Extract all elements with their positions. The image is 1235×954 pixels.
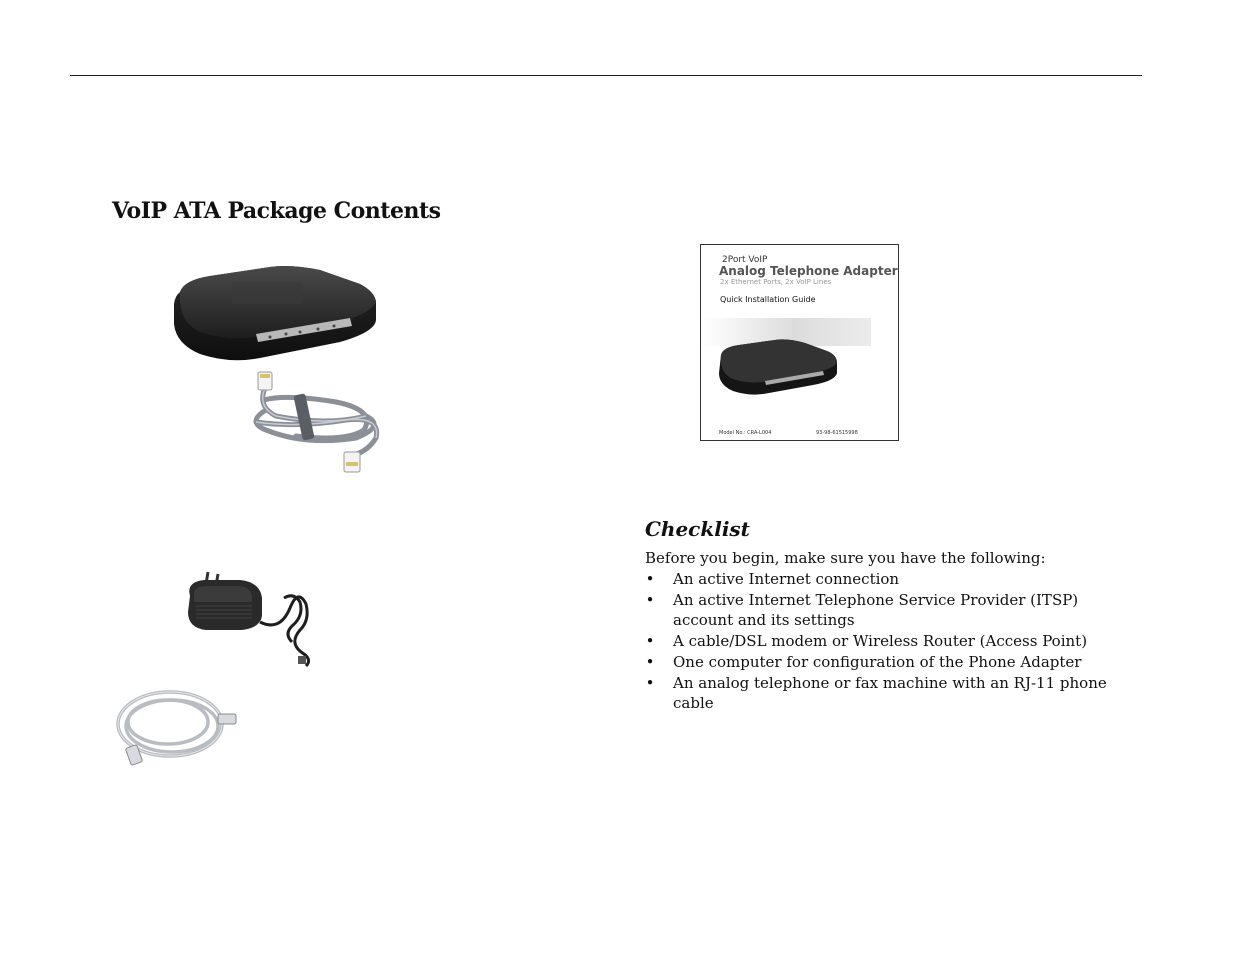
checklist-item-text: One computer for configuration of the Ph… (673, 653, 1082, 671)
guide-cover-small-line: 2Port VoIP (722, 255, 768, 265)
checklist-item: • An analog telephone or fax machine wit… (645, 673, 1115, 713)
power-adapter-image (188, 571, 311, 668)
checklist-item-text: An active Internet connection (673, 570, 900, 588)
guide-cover-model-number: Model No.: CRA-L004 (719, 430, 772, 436)
checklist-item-text: A cable/DSL modem or Wireless Router (Ac… (673, 632, 1088, 650)
guide-cover-title: Analog Telephone Adapter (719, 264, 898, 278)
checklist-item-text: An analog telephone or fax machine with … (673, 674, 1107, 712)
bullet-icon: • (645, 632, 655, 650)
checklist-item: • One computer for configuration of the … (645, 652, 1115, 672)
checklist-list: • An active Internet connection • An act… (645, 569, 1115, 714)
ata-device-image (174, 266, 376, 361)
quick-installation-guide-cover: 2Port VoIP Analog Telephone Adapter 2x E… (700, 244, 899, 441)
checklist-heading: Checklist (645, 517, 750, 541)
phone-cable-image (253, 371, 380, 473)
guide-cover-device-image (719, 339, 837, 395)
checklist-item-text: An active Internet Telephone Service Pro… (673, 591, 1079, 629)
checklist-item: • A cable/DSL modem or Wireless Router (… (645, 631, 1115, 651)
ethernet-cable-image (116, 690, 237, 766)
checklist-intro: Before you begin, make sure you have the… (645, 549, 1046, 567)
bullet-icon: • (645, 653, 655, 671)
checklist-item: • An active Internet connection (645, 569, 1115, 589)
bullet-icon: • (645, 570, 655, 588)
guide-cover-guide-label: Quick Installation Guide (720, 295, 816, 304)
bullet-icon: • (645, 674, 655, 692)
guide-cover-phone-number: 93-98-61515998 (816, 430, 858, 436)
guide-cover-subtitle: 2x Ethernet Ports, 2x VoIP Lines (720, 278, 832, 286)
header-rule (70, 75, 1142, 76)
checklist-item: • An active Internet Telephone Service P… (645, 590, 1115, 630)
page-title: VoIP ATA Package Contents (112, 198, 441, 224)
bullet-icon: • (645, 591, 655, 609)
